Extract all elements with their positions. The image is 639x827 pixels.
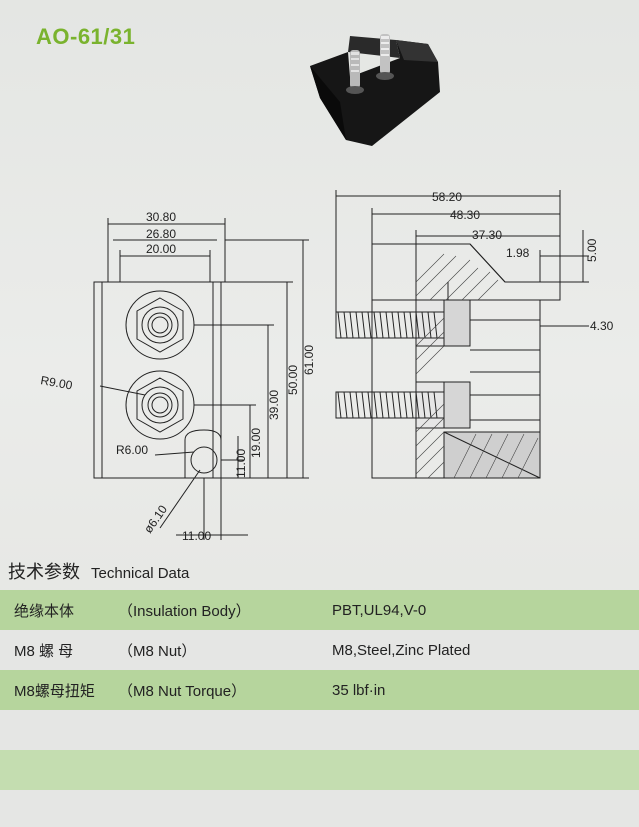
dim-r9-00: R9.00 [39,373,73,392]
dim-37-30: 37.30 [472,228,502,242]
dim-39-00: 39.00 [267,390,281,420]
technical-data-heading: 技术参数 Technical Data [8,558,189,584]
row-name-en: （M8 Nut） [118,642,197,660]
row-name-cn: M8螺母扭矩 [14,682,95,700]
table-row-empty [0,710,639,750]
product-title: AO-61/31 [36,24,136,49]
row-name-cn: M8 螺 母 [14,642,74,660]
table-row-empty [0,790,639,827]
row-name-cn: 绝缘本体 [14,602,75,620]
technical-data-title-cn: 技术参数 [8,562,80,582]
dim-26-80: 26.80 [146,227,176,241]
table-row: M8 螺 母 （M8 Nut） M8,Steel,Zinc Plated [0,630,639,670]
technical-drawing: 30.80 26.80 20.00 61.00 50.00 39.00 19.0… [39,190,614,543]
dim-5-00: 5.00 [585,238,599,262]
dim-11-00-vertical: 11.00 [234,449,248,478]
dim-58-20: 58.20 [432,190,462,204]
table-row: 绝缘本体 （Insulation Body） PBT,UL94,V-0 [0,590,639,630]
row-value: PBT,UL94,V-0 [332,601,427,619]
dim-19-00: 19.00 [249,428,263,458]
row-name-en: （Insulation Body） [118,602,251,620]
table-row-empty [0,750,639,790]
technical-data-title-en: Technical Data [91,565,190,582]
dim-30-80: 30.80 [146,210,176,224]
table-row: M8螺母扭矩 （M8 Nut Torque） 35 lbf·in [0,670,639,710]
product-photo [310,34,440,146]
dim-50-00: 50.00 [286,365,300,395]
dim-20-00: 20.00 [146,242,176,256]
dim-4-30: 4.30 [590,319,614,333]
dim-1-98: 1.98 [506,246,530,260]
row-value: 35 lbf·in [332,681,386,699]
dim-48-30: 48.30 [450,208,480,222]
row-name-en: （M8 Nut Torque） [118,682,247,700]
dim-61-00: 61.00 [302,345,316,375]
dim-r6-00: R6.00 [116,443,148,457]
row-value: M8,Steel,Zinc Plated [332,641,471,659]
dim-11-00-horizontal: 11.00 [182,529,211,543]
